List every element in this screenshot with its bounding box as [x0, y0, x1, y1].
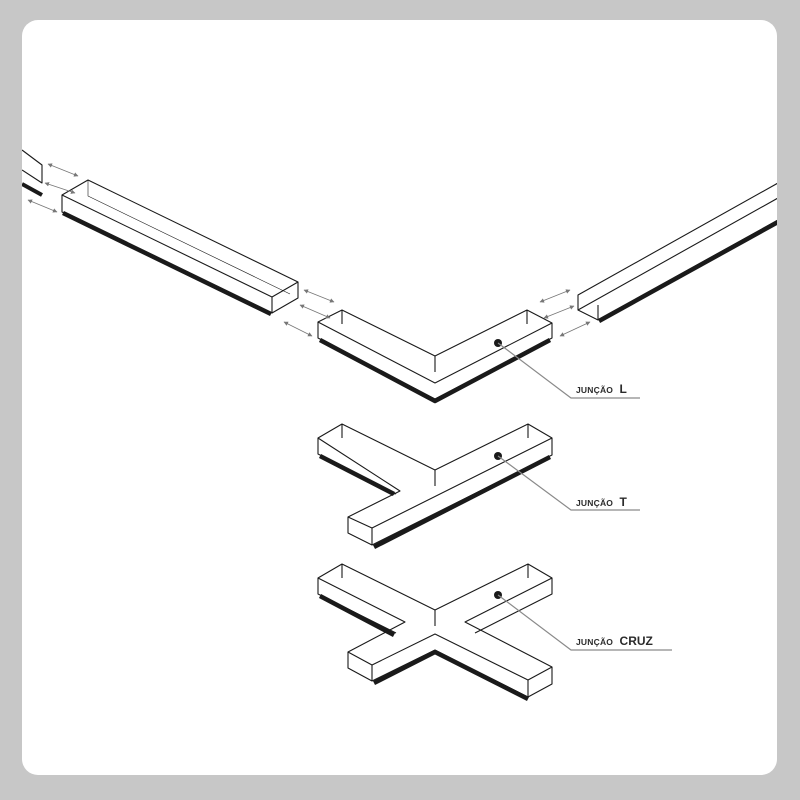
profile-straight-left [61, 179, 299, 317]
label-juncao-t: JUNÇÃO T [576, 493, 628, 510]
junction-cruz [317, 563, 553, 702]
junction-diagram: JUNÇÃO L JUNÇÃO T JUNÇÃO CRUZ [22, 149, 777, 702]
label-juncao-l: JUNÇÃO L [576, 380, 627, 397]
profile-left-partial [22, 149, 43, 197]
junction-l [317, 309, 553, 404]
connection-arrows [27, 163, 591, 337]
leader-lines [494, 339, 672, 651]
diagram-card: JUNÇÃO L JUNÇÃO T JUNÇÃO CRUZ [22, 20, 777, 775]
label-juncao-cruz: JUNÇÃO CRUZ [576, 632, 653, 649]
profile-straight-right [577, 182, 777, 323]
junction-t [317, 423, 553, 550]
